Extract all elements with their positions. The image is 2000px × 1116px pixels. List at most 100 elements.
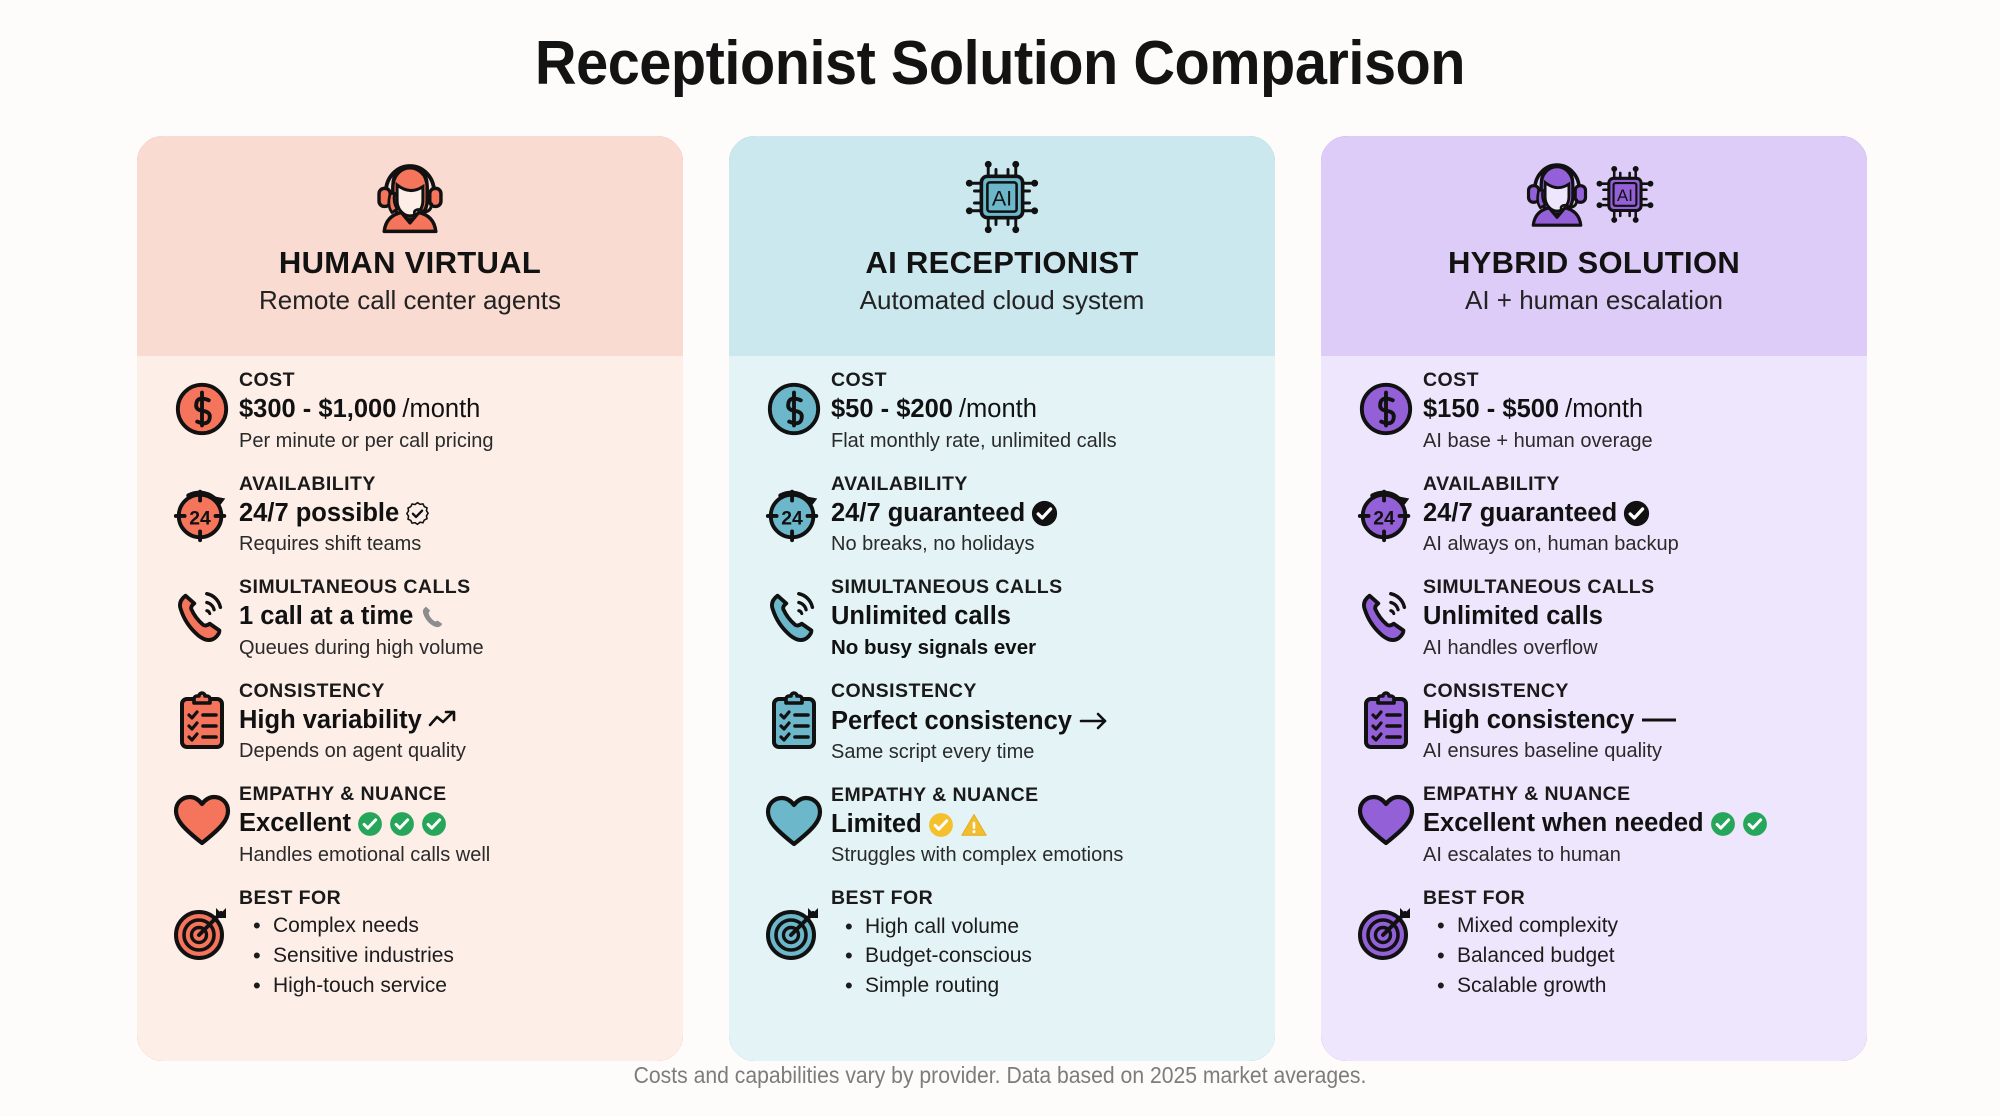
row-simultaneous-calls: SIMULTANEOUS CALLS Unlimited calls AI ha… <box>1349 573 1841 661</box>
row-availability: 24 AVAILABILITY 24/7 possible <box>165 470 657 558</box>
dollar-circle-icon <box>165 366 239 438</box>
card-rows-hybrid-solution: COST $150 - $500/month AI base + human o… <box>1325 352 1863 1057</box>
list-item: High call volume <box>845 911 1249 942</box>
heart-icon <box>165 780 239 848</box>
row-label: SIMULTANEOUS CALLS <box>239 576 471 599</box>
row-label: EMPATHY & NUANCE <box>831 783 1039 806</box>
row-label: SIMULTANEOUS CALLS <box>831 576 1063 599</box>
row-label: BEST FOR <box>239 886 342 909</box>
availability-value: 24/7 possible <box>239 498 400 527</box>
warning-triangle-icon <box>960 812 988 838</box>
clipboard-checklist-icon <box>1349 677 1423 751</box>
cost-sub: AI base + human overage <box>1423 429 1653 452</box>
agent-plus-ai-chip-icon: AI <box>1519 154 1669 240</box>
card-header-ai-receptionist: AI AI RECEPTIONIST Automated cloud syste… <box>733 140 1271 352</box>
check-solid-black-icon <box>1031 500 1058 527</box>
svg-text:24: 24 <box>781 507 803 529</box>
row-empathy: EMPATHY & NUANCE Excellent when needed A… <box>1349 780 1841 868</box>
list-item: Scalable growth <box>1437 970 1841 1001</box>
cost-sub: Per minute or per call pricing <box>239 429 494 452</box>
list-item: Budget-conscious <box>845 940 1249 971</box>
availability-sub: AI always on, human backup <box>1423 533 1679 556</box>
card-header-hybrid-solution: AI HYBRID SOLUTION AI + human escalation <box>1325 140 1863 352</box>
cost-value: $150 - $500 <box>1423 395 1560 424</box>
phone-waves-icon <box>757 573 831 645</box>
card-rows-human-virtual: COST $300 - $1,000/month Per minute or p… <box>141 352 679 1057</box>
row-consistency: CONSISTENCY Perfect consistency Same scr… <box>757 677 1249 765</box>
dash-line-icon <box>1640 712 1678 728</box>
row-label: EMPATHY & NUANCE <box>239 783 447 806</box>
clipboard-checklist-icon <box>165 677 239 751</box>
comparison-cards: HUMAN VIRTUAL Remote call center agents <box>137 136 1867 1061</box>
row-label: CONSISTENCY <box>239 679 385 702</box>
cost-unit: /month <box>1565 395 1644 424</box>
row-cost: COST $150 - $500/month AI base + human o… <box>1349 366 1841 454</box>
svg-text:AI: AI <box>1617 186 1633 205</box>
row-empathy: EMPATHY & NUANCE Limited Struggles with … <box>757 781 1249 869</box>
heart-icon <box>757 781 831 849</box>
target-dart-icon <box>165 884 239 962</box>
simultaneous-sub: No busy signals ever <box>831 635 1037 659</box>
check-outline-icon <box>405 501 430 526</box>
cost-value: $300 - $1,000 <box>239 395 397 424</box>
availability-sub: Requires shift teams <box>239 533 422 556</box>
best-for-list: Complex needs Sensitive industries High-… <box>239 910 657 1001</box>
empathy-value: Excellent <box>239 809 351 838</box>
card-subtitle: AI + human escalation <box>1465 285 1723 316</box>
row-simultaneous-calls: SIMULTANEOUS CALLS 1 call at a time Queu… <box>165 573 657 661</box>
row-label: CONSISTENCY <box>831 680 977 703</box>
check-green-icon <box>389 811 415 837</box>
cost-unit: /month <box>958 395 1037 424</box>
row-availability: 24 AVAILABILITY 24/7 guaranteed <box>757 470 1249 558</box>
simultaneous-value: Unlimited calls <box>831 602 1011 631</box>
dollar-circle-icon <box>1349 366 1423 438</box>
list-item: High-touch service <box>253 970 657 1001</box>
svg-text:24: 24 <box>189 507 211 529</box>
check-amber-icon <box>928 812 954 838</box>
card-hybrid-solution: AI HYBRID SOLUTION AI + human escalation <box>1321 136 1867 1061</box>
page-title: Receptionist Solution Comparison <box>534 29 1466 98</box>
card-rows-ai-receptionist: COST $50 - $200/month Flat monthly rate,… <box>733 352 1271 1057</box>
clipboard-checklist-icon <box>757 677 831 751</box>
card-title: AI RECEPTIONIST <box>865 245 1139 280</box>
availability-value: 24/7 guaranteed <box>1423 498 1618 527</box>
simultaneous-sub: Queues during high volume <box>239 636 484 659</box>
footer-note: Costs and capabilities vary by provider.… <box>633 1062 1367 1088</box>
simultaneous-value: Unlimited calls <box>1423 602 1603 631</box>
row-availability: 24 AVAILABILITY 24/7 guaranteed <box>1349 470 1841 558</box>
row-consistency: CONSISTENCY High variability Depends on … <box>165 677 657 765</box>
cost-sub: Flat monthly rate, unlimited calls <box>831 429 1117 452</box>
row-best-for: BEST FOR Complex needs Sensitive industr… <box>165 884 657 1001</box>
consistency-value: High consistency <box>1423 705 1635 734</box>
cost-unit: /month <box>402 395 481 424</box>
phone-gray-icon <box>419 604 445 630</box>
row-simultaneous-calls: SIMULTANEOUS CALLS Unlimited calls No bu… <box>757 573 1249 661</box>
row-label: CONSISTENCY <box>1423 679 1569 702</box>
check-green-icon <box>421 811 447 837</box>
check-solid-black-icon <box>1623 500 1650 527</box>
heart-icon <box>1349 780 1423 848</box>
row-best-for: BEST FOR High call volume Budget-conscio… <box>757 884 1249 1001</box>
row-best-for: BEST FOR Mixed complexity Balanced budge… <box>1349 884 1841 1001</box>
check-green-icon <box>1742 811 1768 837</box>
empathy-value: Excellent when needed <box>1423 809 1704 838</box>
row-label: AVAILABILITY <box>239 472 376 495</box>
consistency-value: Perfect consistency <box>831 706 1072 735</box>
card-human-virtual: HUMAN VIRTUAL Remote call center agents <box>137 136 683 1061</box>
check-green-icon <box>1710 811 1736 837</box>
dollar-circle-icon <box>757 366 831 438</box>
row-label: AVAILABILITY <box>831 472 968 495</box>
simultaneous-sub: AI handles overflow <box>1423 636 1598 659</box>
best-for-list: Mixed complexity Balanced budget Scalabl… <box>1423 910 1841 1001</box>
consistency-value: High variability <box>239 705 422 734</box>
row-label: COST <box>239 369 295 391</box>
card-subtitle: Automated cloud system <box>859 285 1145 316</box>
row-cost: COST $300 - $1,000/month Per minute or p… <box>165 366 657 454</box>
list-item: Simple routing <box>845 970 1249 1001</box>
consistency-sub: Depends on agent quality <box>239 740 466 763</box>
clock-24-icon: 24 <box>757 470 831 544</box>
svg-text:24: 24 <box>1373 507 1395 529</box>
card-ai-receptionist: AI AI RECEPTIONIST Automated cloud syste… <box>729 136 1275 1061</box>
availability-value: 24/7 guaranteed <box>831 498 1026 527</box>
